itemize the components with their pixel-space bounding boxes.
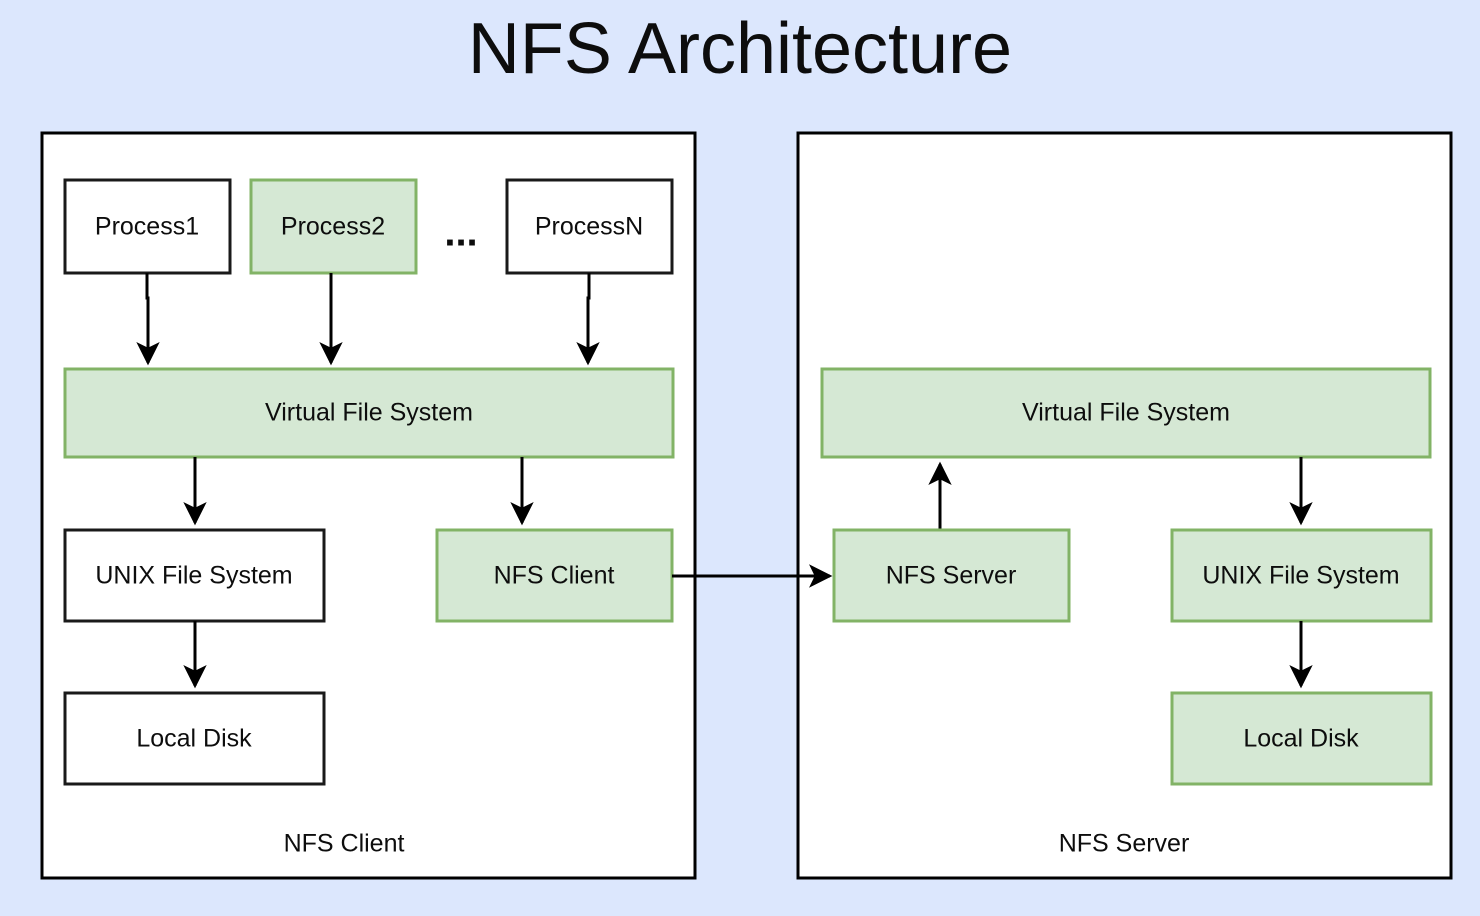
process1-box[interactable] <box>63 178 232 275</box>
client-vfs-node[interactable]: Virtual File System <box>63 367 675 459</box>
process2-node[interactable]: Process2 <box>249 178 418 275</box>
server-unix-fs-node[interactable]: UNIX File System <box>1170 528 1433 623</box>
process2-label: Process2 <box>281 213 385 241</box>
client-local-disk-label: Local Disk <box>136 725 252 753</box>
server-local-disk-label: Local Disk <box>1243 725 1359 753</box>
processn-node[interactable]: ProcessN <box>505 178 674 275</box>
process-ellipsis: ... <box>444 211 477 255</box>
nfs-client-label: NFS Client <box>494 562 615 590</box>
server-container-label: NFS Server <box>1059 830 1190 858</box>
nfs-server-node[interactable]: NFS Server <box>832 528 1071 623</box>
client-container-label: NFS Client <box>284 830 405 858</box>
nfs-server-box[interactable] <box>832 528 1071 623</box>
server-local-disk-node[interactable]: Local Disk <box>1170 691 1433 786</box>
arrow-processn-to-vfs <box>576 273 600 366</box>
server-local-disk-box[interactable] <box>1170 691 1433 786</box>
server-vfs-node[interactable]: Virtual File System <box>820 367 1432 459</box>
server-vfs-box[interactable] <box>820 367 1432 459</box>
server-unix-fs-label: UNIX File System <box>1202 562 1399 590</box>
page-title: NFS Architecture <box>468 9 1012 89</box>
process1-label: Process1 <box>95 213 199 241</box>
client-local-disk-box[interactable] <box>63 691 326 786</box>
arrow-process1-to-vfs <box>136 273 160 366</box>
client-unix-fs-node[interactable]: UNIX File System <box>63 528 326 623</box>
server-unix-fs-box[interactable] <box>1170 528 1433 623</box>
processn-label: ProcessN <box>535 213 643 241</box>
nfs-server-label: NFS Server <box>886 562 1017 590</box>
process1-node[interactable]: Process1 <box>63 178 232 275</box>
processn-box[interactable] <box>505 178 674 275</box>
client-unix-fs-label: UNIX File System <box>95 562 292 590</box>
client-vfs-box[interactable] <box>63 367 675 459</box>
client-local-disk-node[interactable]: Local Disk <box>63 691 326 786</box>
server-vfs-label: Virtual File System <box>1022 399 1230 427</box>
process2-box[interactable] <box>249 178 418 275</box>
nfs-client-node[interactable]: NFS Client <box>435 528 674 623</box>
client-vfs-label: Virtual File System <box>265 399 473 427</box>
